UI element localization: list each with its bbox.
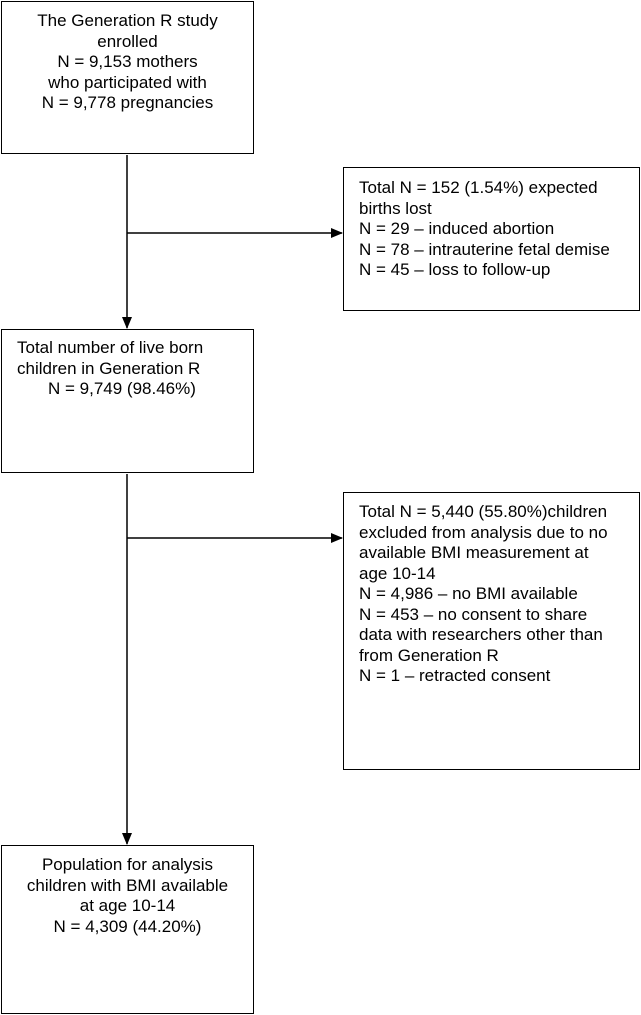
births-lost-line: N = 29 – induced abortion — [359, 219, 555, 238]
excluded-line: N = 4,986 – no BMI available — [359, 584, 578, 603]
enrolled-line: who participated with — [48, 72, 207, 92]
births-lost-line: N = 78 – intrauterine fetal demise — [359, 239, 610, 259]
excluded-line: available BMI measurement at — [359, 543, 589, 562]
births-lost-box: Total N = 152 (1.54%) expected births lo… — [343, 167, 640, 311]
excluded-line: age 10-14 — [359, 563, 436, 583]
enrolled-line: N = 9,778 pregnancies — [41, 93, 214, 112]
births-lost-line: N = 45 – loss to follow-up — [359, 260, 551, 279]
births-lost-line: Total N = 152 (1.54%) expected — [359, 178, 598, 197]
live-born-line: Total number of live born — [17, 338, 204, 357]
analysis-population-box: Population for analysis children with BM… — [1, 845, 254, 1014]
excluded-line: excluded from analysis due to no — [359, 522, 608, 542]
enrolled-line: The Generation R study — [37, 11, 218, 30]
analysis-line: children with BMI available — [26, 875, 229, 895]
excluded-line: Total N = 5,440 (55.80%)children — [359, 502, 608, 521]
live-born-box: Total number of live born children in Ge… — [1, 329, 254, 473]
enrolled-line: enrolled — [97, 31, 158, 51]
enrolled-line: N = 9,153 mothers — [57, 52, 198, 71]
excluded-line: from Generation R — [359, 645, 499, 665]
live-born-line: children in Generation R — [17, 358, 201, 378]
excluded-box: Total N = 5,440 (55.80%)children exclude… — [343, 492, 640, 770]
live-born-count: N = 9,749 (98.46%) — [48, 379, 196, 398]
excluded-line: N = 453 – no consent to share — [359, 604, 588, 624]
enrolled-box: The Generation R study enrolled N = 9,15… — [1, 1, 254, 154]
analysis-line: at age 10-14 — [79, 896, 176, 915]
excluded-line: N = 1 – retracted consent — [359, 666, 551, 685]
analysis-line: N = 4,309 (44.20%) — [53, 916, 202, 936]
analysis-line: Population for analysis — [41, 855, 214, 874]
births-lost-line: births lost — [359, 198, 432, 218]
excluded-line: data with researchers other than — [359, 625, 603, 644]
